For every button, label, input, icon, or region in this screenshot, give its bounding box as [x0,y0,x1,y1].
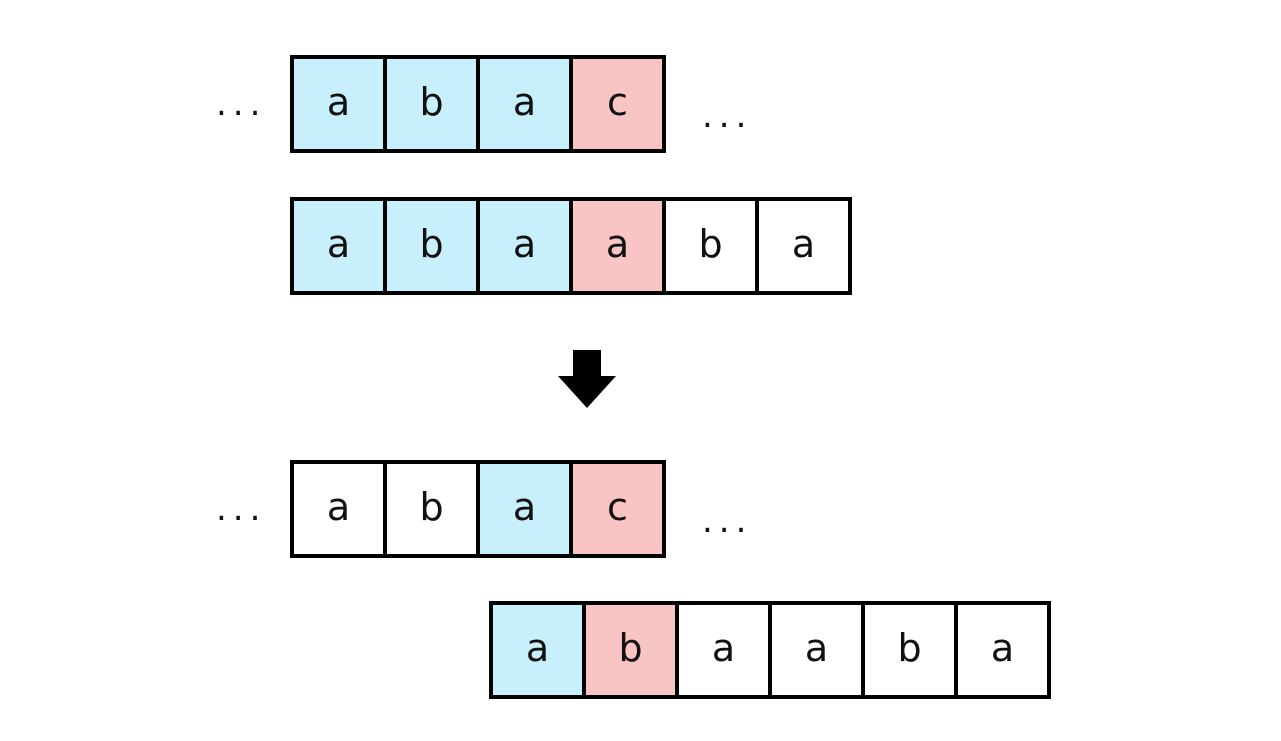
char-label: b [419,485,444,529]
char-label: c [607,80,628,124]
char-cell: a [675,601,772,699]
char-cell: a [290,55,387,153]
char-cell: b [383,197,480,295]
down-arrow-icon [558,350,616,408]
char-cell: b [861,601,958,699]
char-label: b [897,626,922,670]
char-label: a [512,222,537,266]
text-ellipsis-right: ... [702,501,753,541]
char-label: a [804,626,829,670]
char-cell: a [569,197,666,295]
char-cell: b [582,601,679,699]
char-label: b [419,222,444,266]
char-label: a [605,222,630,266]
char-label: a [326,222,351,266]
char-cell: b [383,55,480,153]
char-label: a [326,485,351,529]
char-cell: a [489,601,586,699]
char-cell: c [569,460,666,558]
char-cell: c [569,55,666,153]
char-cell: a [290,197,387,295]
text-ellipsis-left: ... [216,84,267,124]
char-cell: a [755,197,852,295]
char-label: b [419,80,444,124]
char-label: c [607,485,628,529]
char-cell: a [476,55,573,153]
char-cell: a [476,197,573,295]
char-label: b [618,626,643,670]
char-label: b [698,222,723,266]
char-label: a [512,485,537,529]
char-cell: a [768,601,865,699]
char-cell: a [290,460,387,558]
char-label: a [525,626,550,670]
char-cell: a [954,601,1051,699]
char-cell: a [476,460,573,558]
char-cell: b [662,197,759,295]
char-label: a [791,222,816,266]
char-label: a [326,80,351,124]
char-cell: b [383,460,480,558]
char-label: a [711,626,736,670]
char-label: a [990,626,1015,670]
char-label: a [512,80,537,124]
text-ellipsis-right: ... [702,96,753,136]
text-ellipsis-left: ... [216,489,267,529]
